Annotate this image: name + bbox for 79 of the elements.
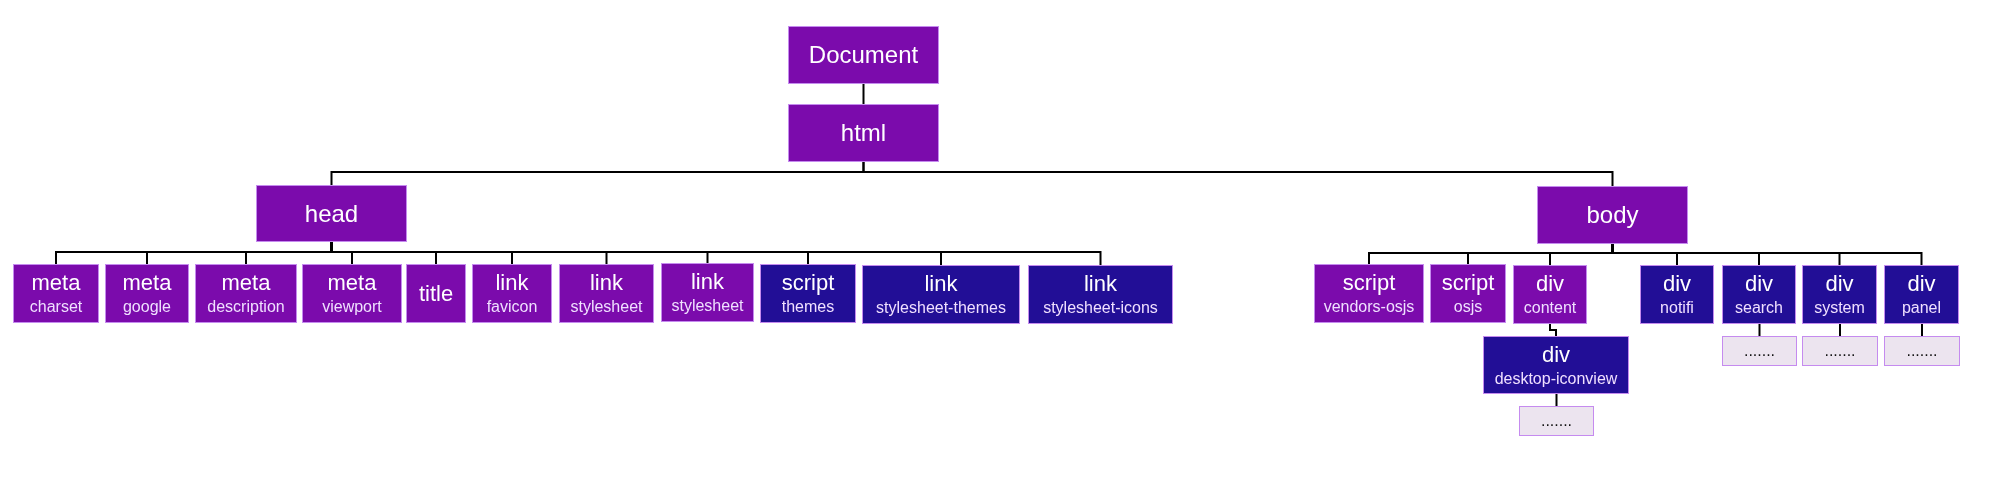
tag-name: script [1441,270,1495,296]
element-box [105,264,189,323]
tag-attribute: favicon [486,298,538,317]
tag-name: Document [808,41,919,69]
tag-name: script [781,270,835,296]
connector-line [1921,323,1923,337]
tag-attribute: vendors-osjs [1323,298,1415,317]
tag-name: meta [31,270,81,296]
element-box [788,104,939,162]
tag-name: div [1535,271,1565,297]
tag-name: body [1586,201,1639,229]
placeholder-box [1519,406,1594,436]
tag-attribute: osjs [1453,298,1483,317]
element-box [13,264,99,323]
tag-attribute: search [1735,299,1783,318]
tag-name: head [304,199,359,228]
element-box [406,264,466,323]
connector-line [1555,393,1558,407]
element-box [302,264,402,323]
tag-name: script [1342,270,1396,296]
tag-attribute: stylesheet-icons [1043,299,1158,318]
tag-name: link [924,271,958,297]
placeholder-box [1884,336,1960,366]
tag-attribute: desktop-iconview [1494,369,1618,389]
element-box [1483,336,1629,394]
tag-attribute: description [207,298,285,317]
connector-line [1839,323,1841,337]
tag-name: div [1907,271,1936,297]
tag-attribute: notifi [1660,299,1694,318]
connector-line [862,161,1614,187]
element-box [1884,265,1959,324]
element-box [661,263,754,322]
tag-name: div [1744,271,1774,297]
tag-name: link [590,270,623,296]
element-box [1513,265,1587,324]
tag-attribute: stylesheet [570,298,643,317]
tag-attribute: viewport [322,298,382,317]
element-box [472,264,552,323]
connector-line [1758,323,1761,337]
tag-attribute: stylesheet-themes [876,299,1006,318]
placeholder-box [1722,336,1797,366]
tag-name: div [1825,271,1854,297]
element-box [256,185,407,242]
tag-attribute: system [1814,299,1865,318]
tag-name: link [495,270,529,296]
tag-name: ....... [1824,341,1856,361]
tag-name: div [1541,341,1571,367]
tag-name: div [1662,271,1692,297]
element-box [1802,265,1877,324]
connector-line [1549,323,1557,337]
tag-attribute: themes [781,298,835,317]
tag-name: ....... [1743,341,1776,361]
element-box [760,264,856,323]
element-box [788,26,939,84]
element-box [1314,264,1424,323]
tag-attribute: content [1523,299,1577,318]
element-box [1430,264,1506,323]
placeholder-box [1802,336,1878,366]
element-box [862,265,1020,324]
connector-line [862,83,865,105]
tag-name: link [691,269,724,295]
tag-name: meta [327,270,377,296]
tag-name: meta [221,270,271,296]
tag-attribute: panel [1901,299,1942,318]
tag-name: title [418,280,454,307]
tag-name: ....... [1540,411,1573,431]
element-box [1028,265,1173,324]
tag-attribute: stylesheet [671,297,744,316]
element-box [559,264,654,323]
tag-attribute: charset [29,298,83,317]
element-box [1640,265,1714,324]
element-box [1722,265,1796,324]
tag-name: meta [122,270,172,296]
tag-name: html [840,119,887,147]
tag-attribute: google [122,298,171,317]
element-box [1537,186,1688,244]
tag-name: link [1084,271,1117,297]
tag-name: ....... [1906,341,1938,361]
element-box [195,264,297,323]
